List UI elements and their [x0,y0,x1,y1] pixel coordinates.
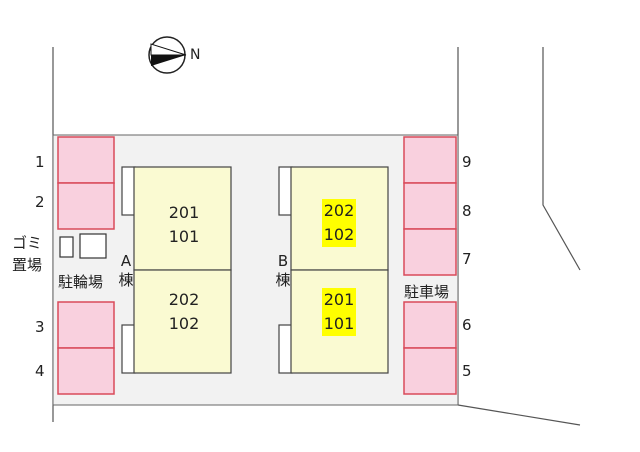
building-a-label-char: 棟 [118,271,134,289]
building-a-unit-block-upper [133,166,232,271]
building-b-balcony-bottom [278,324,293,374]
road-edge-right [542,47,581,271]
parking-space-6 [403,301,457,349]
space-number-6: 6 [462,316,472,334]
parking-space-8 [403,182,457,230]
compass-north-label: N [190,47,201,63]
space-number-1: 1 [35,153,45,171]
building-a-balcony-top [121,166,136,216]
garbage-bin-2 [79,233,107,259]
unit-number: 102 [168,314,200,333]
space-number-2: 2 [35,193,45,211]
unit-number: 202 [168,290,200,309]
garbage-bin-1 [59,236,74,258]
space-number-8: 8 [462,202,472,220]
building-b-balcony-top [278,166,293,216]
building-b-lower-units: 201 101 [309,288,369,336]
space-number-4: 4 [35,362,45,380]
unit-number-highlighted: 201 [321,288,357,312]
unit-number: 101 [168,227,200,246]
lot-area [52,134,459,406]
unit-number-highlighted: 101 [321,312,357,336]
building-b-label-letter: B [277,252,289,270]
unit-number-highlighted: 202 [321,199,357,223]
parking-space-2 [57,182,115,230]
car-parking-label: 駐車場 [404,283,450,301]
building-a-upper-units: 201 101 [154,201,214,249]
bicycle-parking-label: 駐輪場 [58,273,104,291]
parking-space-3 [57,301,115,349]
building-b-upper-units: 202 102 [309,199,369,247]
building-a-label-letter: A [120,252,132,270]
road-edge-bottom [457,404,581,426]
space-number-5: 5 [462,362,472,380]
unit-number-highlighted: 102 [321,223,357,247]
building-a-balcony-bottom [121,324,136,374]
parking-space-5 [403,347,457,395]
parking-space-1 [57,136,115,184]
parking-space-7 [403,228,457,276]
unit-number: 201 [168,203,200,222]
building-b-label-char: 棟 [275,271,291,289]
garbage-label-line1: ゴミ [12,234,43,252]
space-number-9: 9 [462,153,472,171]
space-number-3: 3 [35,318,45,336]
space-number-7: 7 [462,250,472,268]
building-a-unit-block-lower [133,269,232,374]
garbage-label-line2: 置場 [12,256,43,274]
building-a-lower-units: 202 102 [154,288,214,336]
parking-space-9 [403,136,457,184]
parking-space-4 [57,347,115,395]
compass-icon [148,36,187,74]
